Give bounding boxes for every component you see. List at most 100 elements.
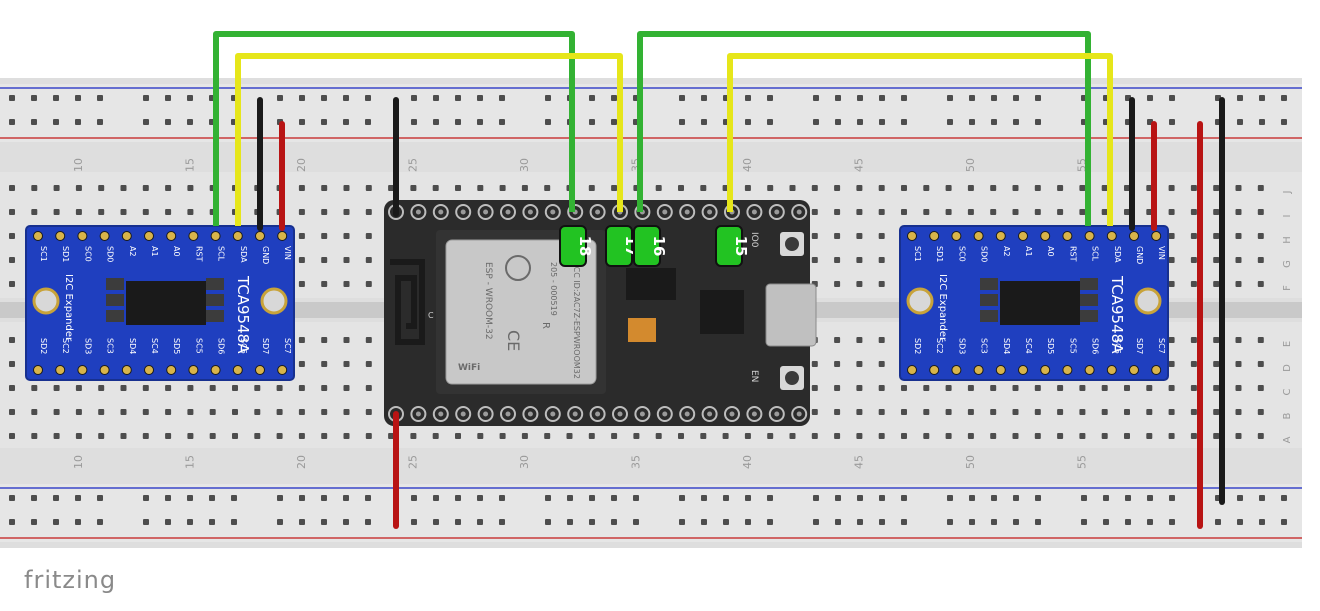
module-pin-label: SD4 — [128, 338, 137, 354]
breadboard-hole — [499, 95, 505, 101]
module-pin-pad — [77, 231, 88, 241]
breadboard-hole — [1034, 409, 1041, 415]
breadboard-hole — [1103, 519, 1109, 525]
breadboard-hole — [232, 433, 238, 439]
breadboard-hole — [744, 433, 751, 439]
breadboard-hole — [499, 433, 506, 439]
breadboard-hole — [945, 409, 952, 415]
esp32-header-pin-hole — [617, 411, 623, 417]
breadboard-hole — [53, 409, 60, 415]
breadboard-hole — [477, 95, 483, 101]
cert-line2: FCC ID:2AC7Z-ESPWROOM32 — [572, 262, 581, 379]
breadboard-hole — [744, 185, 751, 191]
breadboard-hole — [1125, 495, 1131, 501]
breadboard-hole — [679, 95, 685, 101]
column-number: 50 — [964, 455, 977, 469]
r-mark: R — [540, 322, 551, 329]
esp32-header-pin-hole — [483, 209, 489, 215]
breadboard-hole — [343, 233, 350, 239]
module-pin-pad — [1018, 365, 1028, 375]
breadboard-hole — [9, 361, 15, 367]
module-pin-label: SC0 — [83, 246, 92, 262]
breadboard-hole — [299, 119, 305, 125]
breadboard-hole — [298, 185, 305, 191]
column-number: 45 — [853, 158, 866, 172]
breadboard-hole — [1057, 433, 1064, 439]
column-number: 35 — [630, 455, 643, 469]
breadboard-hole — [98, 409, 105, 415]
module-pin-label: A2 — [128, 246, 137, 257]
module-pin-label: RST — [194, 246, 203, 262]
module-pin-label: VIN — [283, 246, 292, 260]
breadboard-hole — [120, 433, 127, 439]
breadboard-hole — [432, 433, 439, 439]
breadboard-hole — [499, 119, 505, 125]
module-pin-label: SD3 — [957, 338, 966, 354]
breadboard-hole — [835, 119, 841, 125]
module-pin-pad — [77, 365, 88, 375]
module-pin-pad — [951, 365, 962, 375]
module-pin-label: SD2 — [913, 338, 922, 354]
esp32-header-pin-hole — [684, 209, 690, 215]
breadboard-hole — [1281, 119, 1287, 125]
breadboard-hole — [878, 281, 885, 287]
breadboard-hole — [611, 495, 617, 501]
breadboard-hole — [277, 519, 283, 525]
module-pin-label: SC7 — [1157, 338, 1166, 354]
breadboard-hole — [1237, 95, 1243, 101]
breadboard-hole — [343, 95, 349, 101]
column-number: 50 — [964, 158, 977, 172]
breadboard-hole — [969, 519, 975, 525]
breadboard-hole — [901, 495, 907, 501]
breadboard-hole — [745, 519, 751, 525]
breadboard-hole — [879, 95, 885, 101]
breadboard-hole — [477, 519, 483, 525]
breadboard-hole — [388, 433, 395, 439]
breadboard-hole — [343, 495, 349, 501]
breadboard-hole — [298, 281, 305, 287]
breadboard-hole — [923, 409, 930, 415]
breadboard-hole — [53, 519, 59, 525]
breadboard-hole — [1235, 409, 1242, 415]
breadboard-hole — [969, 95, 975, 101]
breadboard-hole — [98, 433, 105, 439]
breadboard-hole — [321, 337, 328, 343]
breadboard-hole — [947, 495, 953, 501]
breadboard-hole — [1034, 209, 1041, 215]
breadboard-hole — [701, 95, 707, 101]
row-letter: H — [1282, 236, 1293, 244]
breadboard-hole — [878, 233, 885, 239]
breadboard-hole — [1057, 385, 1064, 391]
breadboard-hole — [679, 119, 685, 125]
breadboard-hole — [767, 495, 773, 501]
module-pin-pad — [1018, 231, 1028, 241]
breadboard-hole — [834, 233, 841, 239]
module-pin-label: A0 — [1046, 246, 1055, 257]
breadboard-hole — [1237, 519, 1243, 525]
breadboard-hole — [811, 385, 818, 391]
breadboard-hole — [298, 233, 305, 239]
module-pin-pad — [1129, 231, 1139, 241]
breadboard-hole — [75, 495, 81, 501]
column-number: 15 — [184, 158, 197, 172]
column-number: 20 — [295, 158, 308, 172]
row-letter: I — [1282, 215, 1293, 218]
breadboard-hole — [321, 95, 327, 101]
breadboard-hole — [990, 209, 997, 215]
breadboard-hole — [365, 385, 372, 391]
breadboard-hole — [321, 385, 328, 391]
breadboard-hole — [1168, 433, 1175, 439]
column-number: 55 — [1076, 455, 1089, 469]
breadboard-hole — [455, 119, 461, 125]
breadboard-hole — [53, 433, 60, 439]
breadboard-hole — [411, 495, 417, 501]
module-pin-label: SC4 — [150, 338, 159, 354]
breadboard-hole — [1035, 495, 1041, 501]
breadboard-hole — [969, 495, 975, 501]
breadboard-hole — [232, 385, 238, 391]
breadboard-hole — [187, 409, 194, 415]
breadboard-hole — [277, 495, 283, 501]
breadboard-hole — [856, 185, 863, 191]
